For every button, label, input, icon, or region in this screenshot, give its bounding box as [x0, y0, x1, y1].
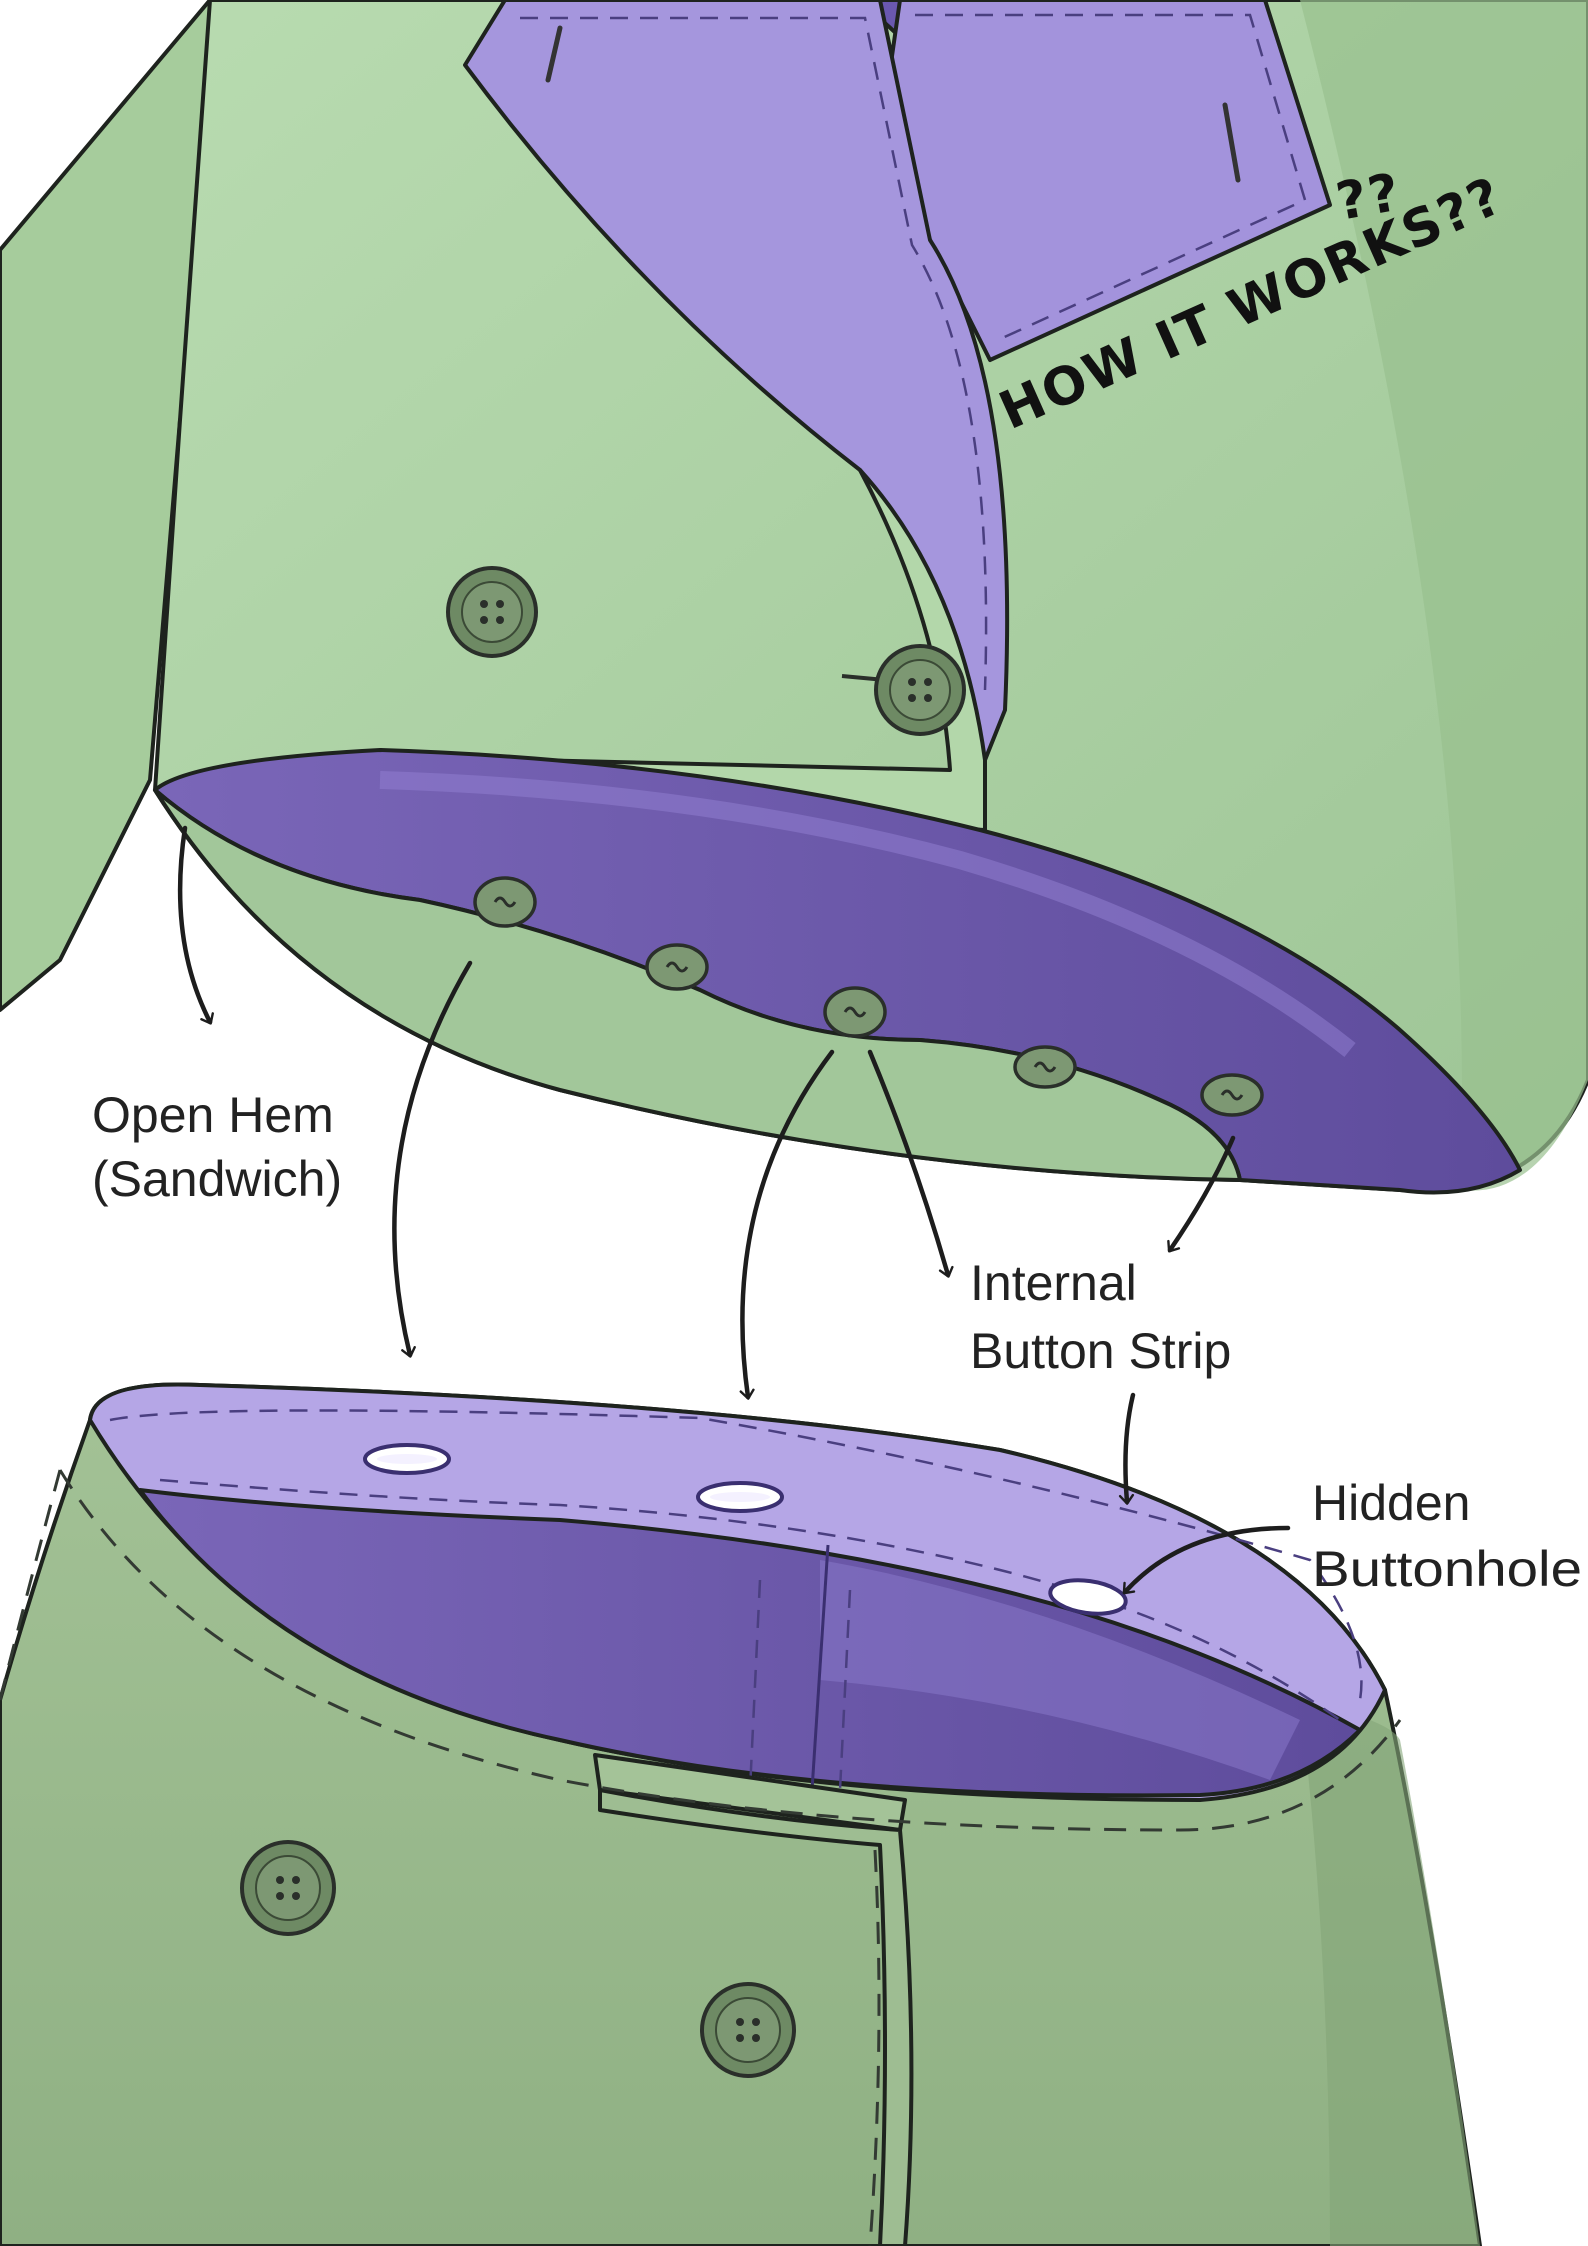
- buttonhole-icon: [365, 1445, 449, 1473]
- lower-skirt: [0, 1384, 1480, 2246]
- coat-button-icon: [475, 878, 535, 926]
- coat-button-icon: [1202, 1075, 1262, 1115]
- coat-button-icon: [448, 568, 536, 656]
- coat-button-icon: [242, 1842, 334, 1934]
- label-open-hem-line2: (Sandwich): [92, 1151, 342, 1207]
- coat-button-icon: [647, 945, 707, 989]
- label-hidden-line1: Hidden: [1312, 1475, 1470, 1531]
- question-marks: ??: [1332, 163, 1406, 233]
- coat-button-icon: [1015, 1047, 1075, 1087]
- label-internal-strip-line2: Button Strip: [970, 1323, 1231, 1379]
- arrow-strip-to-rim: [1125, 1395, 1133, 1502]
- label-hidden-line2: Buttonhole: [1312, 1541, 1582, 1597]
- label-open-hem-line1: Open Hem: [92, 1087, 334, 1143]
- label-internal-strip-line1: Internal: [970, 1255, 1137, 1311]
- coat-button-icon: [702, 1984, 794, 2076]
- upper-coat: HOW IT WORKS?? ??: [0, 0, 1588, 1193]
- coat-button-icon: [825, 988, 885, 1036]
- coat-button-icon: [876, 646, 964, 734]
- buttonhole-icon: [698, 1483, 782, 1511]
